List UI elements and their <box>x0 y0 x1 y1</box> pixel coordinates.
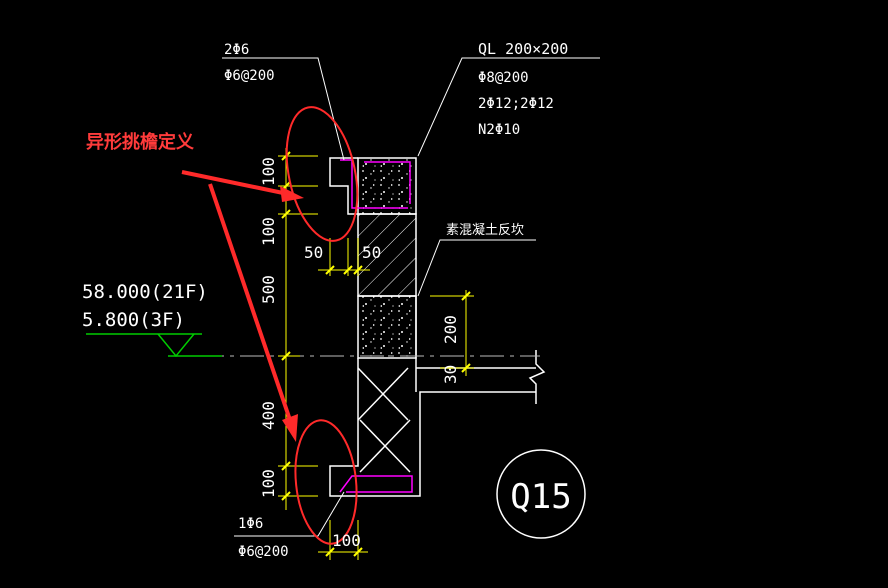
dimension-ticks <box>281 151 471 557</box>
arrowhead-icon <box>280 186 304 202</box>
svg-text:100: 100 <box>259 217 278 246</box>
section-tag: Q15 <box>496 449 586 539</box>
svg-text:N2Φ10: N2Φ10 <box>478 122 520 138</box>
top-highlight-ellipse <box>285 106 359 242</box>
svg-text:100: 100 <box>332 531 361 550</box>
concrete-section <box>329 157 546 497</box>
top-eave-rebar <box>340 159 408 209</box>
svg-text:50: 50 <box>304 243 323 262</box>
plain-concrete-upturn <box>357 295 417 359</box>
svg-text:500: 500 <box>259 275 278 304</box>
svg-text:200: 200 <box>441 315 460 344</box>
svg-text:QL 200×200: QL 200×200 <box>478 40 568 58</box>
svg-text:400: 400 <box>259 401 278 430</box>
rebar-bottom-labels: 1Φ6 Φ6@200 <box>238 516 289 560</box>
annotation-arrow-top <box>181 170 289 196</box>
lower-wall-outline <box>329 358 536 497</box>
svg-text:2Φ12;2Φ12: 2Φ12;2Φ12 <box>478 96 554 112</box>
svg-text:Q15: Q15 <box>510 477 571 517</box>
wall-hatched-segment <box>357 213 417 297</box>
svg-text:Φ6@200: Φ6@200 <box>224 68 275 84</box>
top-eave-profile <box>329 157 358 215</box>
ring-beam-block <box>357 157 417 215</box>
dimension-labels: 100 100 500 400 100 50 50 100 200 30 <box>259 157 460 550</box>
svg-text:Φ8@200: Φ8@200 <box>478 70 529 86</box>
svg-text:2Φ6: 2Φ6 <box>224 42 249 58</box>
bottom-highlight-ellipse <box>294 419 358 545</box>
cross-mark <box>357 367 409 421</box>
elevation-marker <box>86 333 222 358</box>
svg-text:50: 50 <box>362 243 381 262</box>
svg-text:100: 100 <box>259 469 278 498</box>
elevation-labels: 58.000(21F) 5.800(3F) <box>82 281 208 331</box>
red-annotation: 异形挑檐定义 <box>86 106 359 545</box>
backfill-note: 素混凝土反坎 <box>446 222 524 238</box>
rebar-top-labels: 2Φ6 Φ6@200 <box>224 42 275 84</box>
beam-labels: QL 200×200 Φ8@200 2Φ12;2Φ12 N2Φ10 <box>478 40 568 138</box>
beam-stirrup <box>364 161 411 204</box>
svg-text:30: 30 <box>441 365 460 384</box>
svg-text:Φ6@200: Φ6@200 <box>238 544 289 560</box>
annotation-arrow-bottom <box>208 183 292 421</box>
leader-lines <box>222 57 600 537</box>
break-line <box>528 350 546 404</box>
cross-mark <box>359 419 411 473</box>
arrowhead-icon <box>282 414 298 442</box>
svg-text:5.800(3F): 5.800(3F) <box>82 309 185 331</box>
svg-text:1Φ6: 1Φ6 <box>238 516 263 532</box>
svg-text:58.000(21F): 58.000(21F) <box>82 281 208 303</box>
annotation-label: 异形挑檐定义 <box>86 131 194 153</box>
rebar-lines <box>339 159 413 493</box>
bottom-eave-rebar <box>339 475 413 493</box>
svg-text:100: 100 <box>259 157 278 186</box>
